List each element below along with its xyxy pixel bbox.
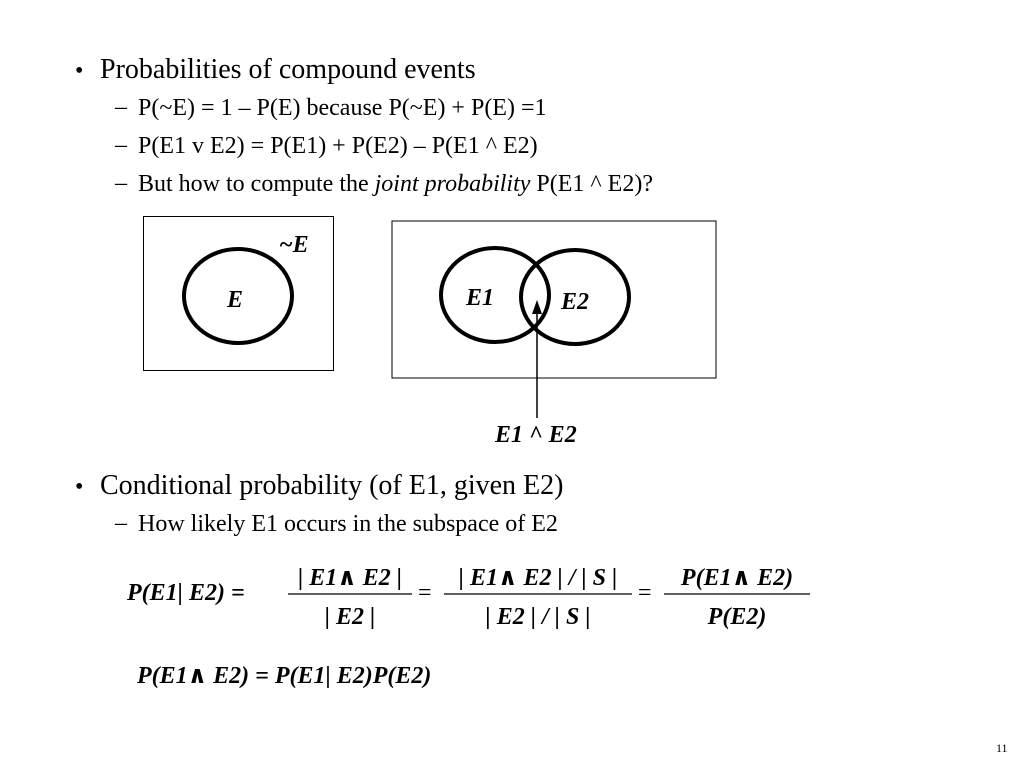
equation-lhs: P(E1| E2) = <box>127 580 245 606</box>
equals-sign: = <box>418 580 432 606</box>
event-e1-circle <box>439 246 551 344</box>
venn-complement-box <box>143 216 334 371</box>
sub-bullet-union: P(E1 v E2) = P(E1) + P(E2) – P(E1 ^ E2) <box>138 133 538 159</box>
slide-number: 11 <box>996 741 1008 755</box>
sub-bullet-complement: P(~E) = 1 – P(E) because P(~E) + P(E) =1 <box>138 95 547 121</box>
fraction2-numerator: | E1∧ E2 | / | S | <box>458 565 618 591</box>
equals-sign: = <box>638 580 652 606</box>
label-not-e: ~E <box>279 232 309 258</box>
event-e2-circle <box>519 248 631 346</box>
equation-product-rule: P(E1∧ E2) = P(E1| E2)P(E2) <box>137 663 432 689</box>
joint-text-pre: But how to compute the <box>138 171 375 197</box>
sub-bullet-dash: – <box>115 94 127 120</box>
label-e: E <box>227 287 244 313</box>
bullet-dot: • <box>75 58 84 84</box>
label-e2: E2 <box>561 289 590 315</box>
fraction1-numerator: | E1∧ E2 | <box>297 565 403 591</box>
fraction2-denominator: | E2 | / | S | <box>485 604 591 630</box>
sub-bullet-dash: – <box>115 132 127 158</box>
joint-text-post: P(E1 ^ E2)? <box>530 171 653 197</box>
fraction1-denominator: | E2 | <box>324 604 376 630</box>
sub-bullet-joint: But how to compute the joint probability… <box>138 170 653 198</box>
joint-text-emphasis: joint probability <box>374 171 531 197</box>
label-e1: E1 <box>466 285 495 311</box>
fraction3-denominator: P(E2) <box>707 604 767 630</box>
bullet-dot: • <box>75 474 84 500</box>
intersection-arrowhead-icon <box>532 300 542 314</box>
sub-bullet-dash: – <box>115 170 127 196</box>
fraction3-numerator: P(E1∧ E2) <box>680 565 794 591</box>
bullet-heading-conditional: Conditional probability (of E1, given E2… <box>100 470 564 501</box>
event-e-circle <box>182 247 294 345</box>
bullet-heading-compound: Probabilities of compound events <box>100 54 476 85</box>
label-intersection: E1 ^ E2 <box>495 422 577 448</box>
sub-bullet-subspace: How likely E1 occurs in the subspace of … <box>138 511 558 537</box>
venn-union-box <box>391 220 717 379</box>
sub-bullet-dash: – <box>115 510 127 536</box>
